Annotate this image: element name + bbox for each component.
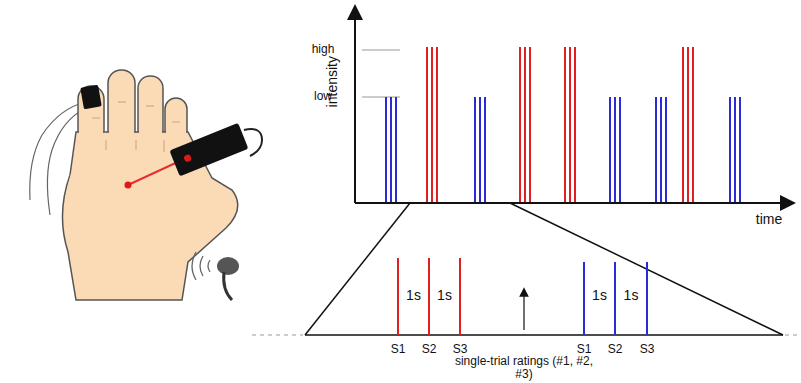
stimulus-bar: [436, 47, 438, 202]
stimulus-bar: [665, 97, 667, 202]
level-label: high: [312, 43, 335, 56]
stimulus-bar: [614, 97, 616, 202]
chart-axes: [355, 12, 788, 203]
stimulus-bar: [431, 47, 433, 202]
zoom-stimuli: [398, 258, 647, 335]
stimulus-label: S1: [391, 343, 406, 356]
interval-label: 1s: [437, 288, 452, 303]
stimulus-bar: [609, 97, 611, 202]
dashed-baseline: [252, 335, 801, 336]
stimulus-label: S2: [422, 343, 437, 356]
rating-arrow: [523, 292, 524, 330]
stimulus-bar: [390, 97, 392, 202]
stimulus-bar: [519, 47, 521, 202]
stimulus-bar: [692, 47, 694, 202]
stimulus-bar: [529, 47, 531, 202]
interval-label: 1s: [624, 288, 639, 303]
stimulus-bar: [739, 97, 741, 202]
stimulus-bar: [729, 97, 731, 202]
stimulus-bar: [734, 97, 736, 202]
stimulus-bars: [386, 47, 740, 202]
interval-label: 1s: [592, 288, 607, 303]
rating-note: single-trial ratings (#1, #2, #3): [454, 355, 594, 381]
stimulus-label: S2: [608, 343, 623, 356]
stimulus-bar: [385, 97, 387, 202]
stimulus-bar: [682, 47, 684, 202]
stimulus-label: S3: [640, 343, 655, 356]
zoom-panel: [305, 203, 783, 335]
stimulus-bar: [619, 97, 621, 202]
stimulus-bar: [574, 47, 576, 202]
hand-illustration: [30, 70, 262, 300]
interval-label: 1s: [406, 288, 421, 303]
stimulus-bar: [524, 47, 526, 202]
stimulus-bar: [479, 97, 481, 202]
stimulus-bar: [395, 97, 397, 202]
stimulus-bar: [474, 97, 476, 202]
axis-title: time: [756, 212, 782, 227]
stimulus-bar: [564, 47, 566, 202]
stimulus-bar: [569, 47, 571, 202]
stimulus-bar: [687, 47, 689, 202]
stimulus-bar: [484, 97, 486, 202]
stimulus-bar: [660, 97, 662, 202]
stimulus-bar: [426, 47, 428, 202]
stimulus-bar: [655, 97, 657, 202]
level-label: low: [314, 90, 332, 103]
level-ticks: [362, 50, 400, 97]
